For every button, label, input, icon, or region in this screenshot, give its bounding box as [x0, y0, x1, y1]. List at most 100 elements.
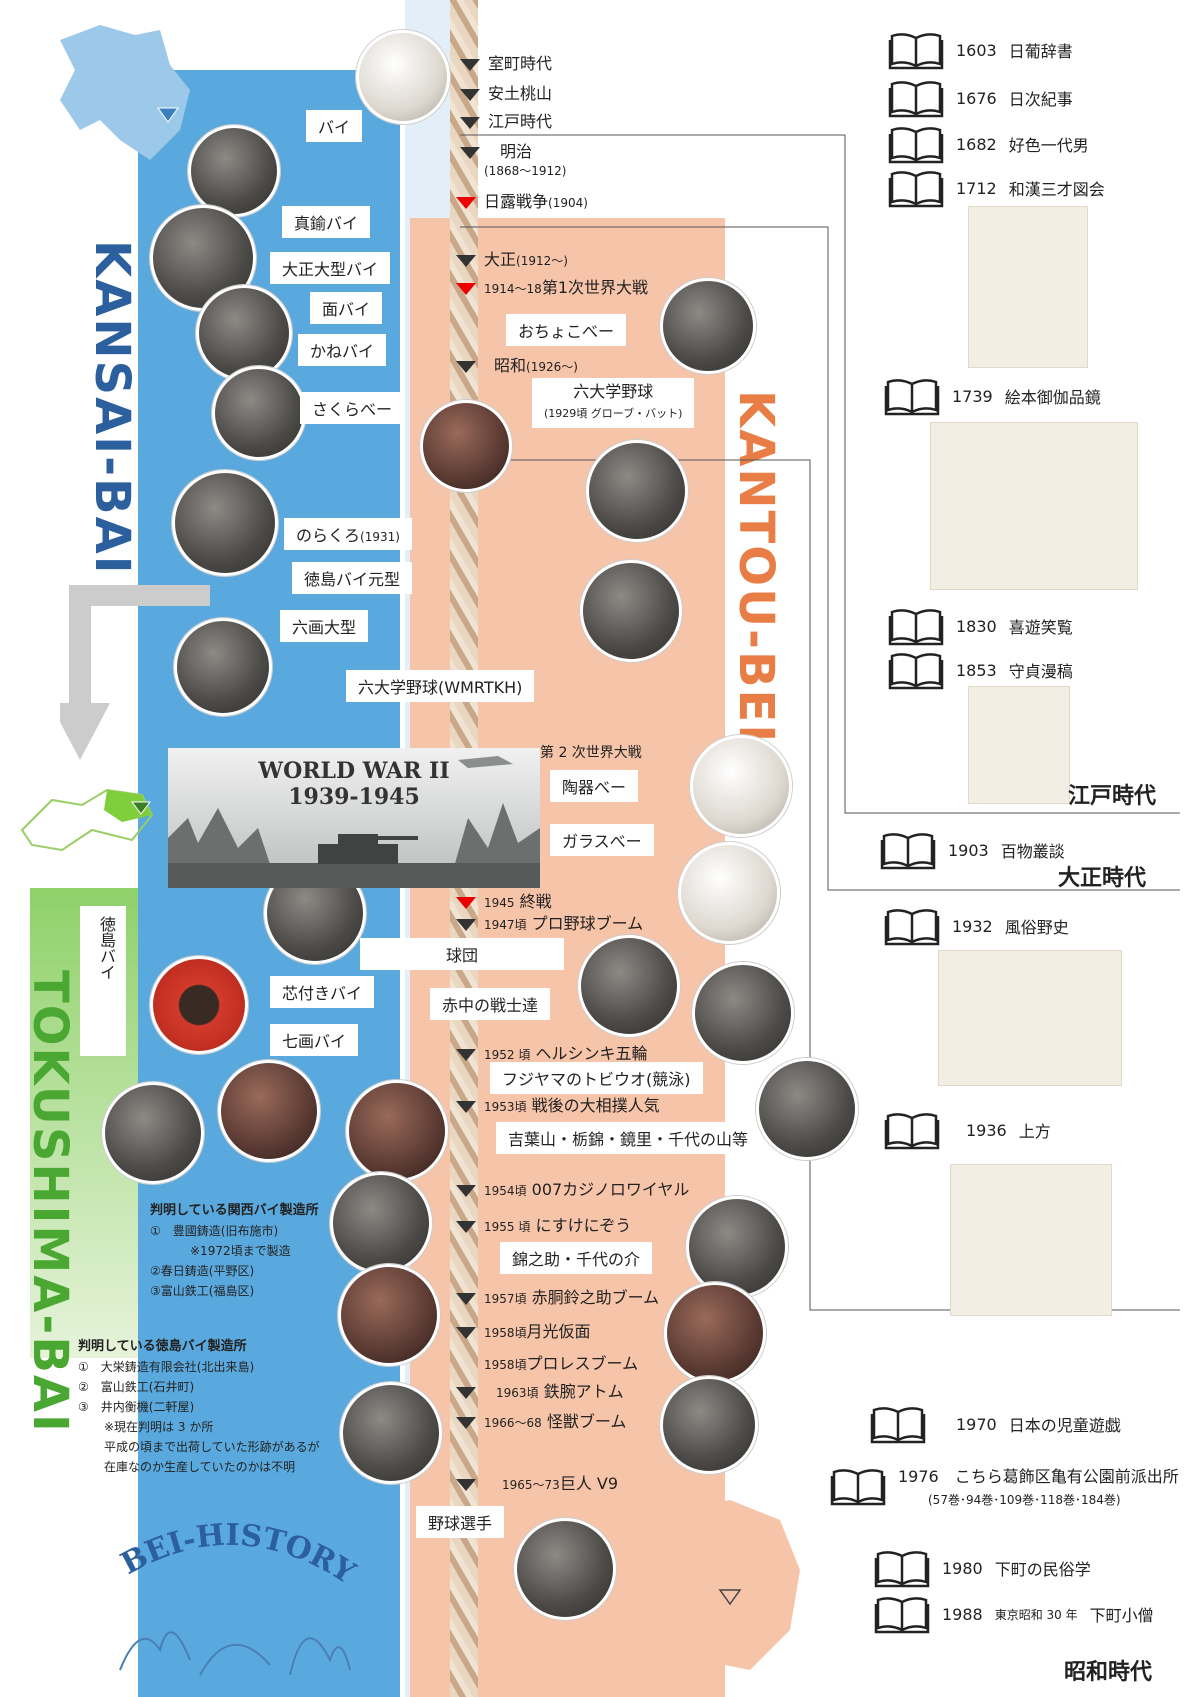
ochoko-coin — [660, 278, 756, 374]
book-icon — [888, 168, 944, 208]
men-label: 面バイ — [310, 292, 383, 324]
akanaka-label: 赤中の戦士達 — [430, 988, 551, 1020]
fujiyama-label: フジヤマのトビウオ(競泳) — [490, 1062, 703, 1094]
book-icon — [830, 1466, 886, 1506]
marker-icon — [456, 1478, 476, 1491]
nisuke-coin — [686, 1196, 788, 1298]
tl-showa: 昭和(1926～) — [456, 352, 578, 376]
marker-icon — [456, 1292, 476, 1305]
tl-ww2: 第 2 次世界大戦 — [540, 745, 642, 761]
marker-icon — [456, 1048, 476, 1061]
bai-label: バイ — [306, 110, 363, 142]
era-edo: 江戸時代 — [1068, 784, 1157, 809]
tokushima-original-label: 徳島バイ元型 — [292, 562, 413, 594]
shintsuki-coin — [150, 956, 248, 1054]
yakyu-label: 野球選手 — [416, 1506, 505, 1538]
rokkaku-label: 六画大型 — [280, 610, 369, 642]
sakura-flower-coin — [420, 400, 512, 492]
book-icon — [874, 1548, 930, 1588]
tl-sumo: 1953頃 戦後の大相撲人気 — [456, 1092, 660, 1116]
wrestlers-label: 吉葉山・栃錦・鏡里・千代の山等 — [496, 1122, 761, 1154]
tl-gekko: 1958頃月光仮面 — [456, 1318, 591, 1342]
marker-icon — [456, 1326, 476, 1339]
tl-meiji-years: (1868～1912) — [484, 164, 567, 178]
svg-text:BEI-HISTORY: BEI-HISTORY — [115, 1518, 360, 1592]
marker-icon — [460, 146, 480, 159]
garasu-label: ガラスべー — [550, 824, 654, 856]
roku-wmrtkh-label: 六大学野球(WMRTKH) — [346, 670, 535, 702]
roku-daigaku-label: 六大学野球(1929頃 グローブ・バット) — [532, 378, 695, 428]
tl-ww1: 1914～18第1次世界大戦 — [456, 274, 648, 298]
tl-taisho: 大正(1912～) — [456, 246, 568, 270]
sumo-coin — [756, 1058, 858, 1160]
kanto-map-icon — [635, 1500, 800, 1670]
tl-akado: 1957頃 赤胴鈴之助ブーム — [456, 1284, 659, 1308]
marker-icon — [456, 1220, 476, 1233]
book-icon — [884, 376, 940, 416]
marker-icon — [456, 1416, 476, 1429]
tl-prowres: 1958頃プロレスブーム — [484, 1354, 639, 1373]
marker-icon — [456, 1386, 476, 1399]
tokushima-bai-label: 徳島バイ — [80, 906, 126, 1056]
norakuro-label: のらくろ(1931) — [284, 518, 412, 550]
akanaka-coin — [578, 935, 680, 1037]
tokushima-title: TOKUSHIMA-BAI — [22, 970, 78, 1434]
taisho-big-label: 大正大型バイ — [270, 252, 391, 284]
marker-icon — [456, 1184, 476, 1197]
tl-meiji: 明治 — [460, 138, 532, 162]
shinchu-label: 真鍮バイ — [282, 206, 371, 238]
tokushima-coin — [102, 1082, 204, 1184]
kansai-notes: 判明している関西バイ製造所 ① 豊國鋳造(旧布施市) ※1972頃まで製造 ②春… — [150, 1203, 319, 1298]
tl-helsinki: 1952 頃 ヘルシンキ五輪 — [456, 1040, 647, 1064]
marker-icon — [460, 58, 480, 71]
bai-shell-coin — [356, 30, 450, 124]
book-icon — [874, 1594, 930, 1634]
tokushima-notes: 判明している徳島バイ製造所 ① 大栄鋳造有限会社(北出来島) ② 富山鉄工(石井… — [78, 1339, 320, 1474]
kansai-title: KANSAI-BAI — [84, 240, 140, 576]
tl-azuchi: 安土桃山 — [460, 80, 552, 104]
ww2-title: WORLD WAR II — [258, 758, 450, 784]
kyudan-label: 球団 — [360, 938, 564, 970]
helsinki-coin — [692, 962, 794, 1064]
book-icon — [888, 78, 944, 118]
nanakaku-coin — [218, 1060, 320, 1162]
ww2-years: 1939-1945 — [288, 784, 420, 810]
gekko-coin — [664, 1282, 766, 1384]
book-icon — [884, 1110, 940, 1150]
illustration-1853 — [968, 686, 1070, 804]
ochoko-label: おちょこべー — [506, 314, 627, 346]
tl-kaiju: 1966～68 怪獣ブーム — [456, 1408, 626, 1432]
akado-coin — [338, 1264, 440, 1366]
nanakaku-label: 七画バイ — [270, 1024, 359, 1056]
book-icon — [888, 650, 944, 690]
illustration-1932 — [938, 950, 1122, 1086]
nagashima-coin — [514, 1518, 616, 1620]
nishiki-label: 錦之助・千代の介 — [500, 1242, 653, 1274]
red-marker-icon — [456, 282, 476, 295]
illustration-1739 — [930, 422, 1138, 590]
marker-icon — [456, 918, 476, 931]
marker-icon — [460, 116, 480, 129]
ww2-image: WORLD WAR II 1939-1945 — [168, 748, 540, 888]
kantou-title: KANTOU-BEI — [728, 390, 784, 745]
tl-edo: 江戸時代 — [460, 108, 552, 132]
tl-end-war: 1945 終戦 — [456, 888, 552, 912]
tl-v9: 1965～73巨人 V9 — [456, 1470, 618, 1494]
tl-pro: 1947頃 プロ野球ブーム — [456, 910, 643, 934]
shikoku-map-icon — [20, 788, 154, 852]
bond-coin — [330, 1172, 432, 1274]
touki-label: 陶器べー — [550, 770, 639, 802]
kaiju-coin — [340, 1382, 442, 1484]
w-coin — [580, 560, 682, 662]
book-icon — [884, 906, 940, 946]
book-icon — [880, 830, 936, 870]
kane-label: かねバイ — [298, 334, 387, 366]
touki-coin — [690, 735, 792, 837]
